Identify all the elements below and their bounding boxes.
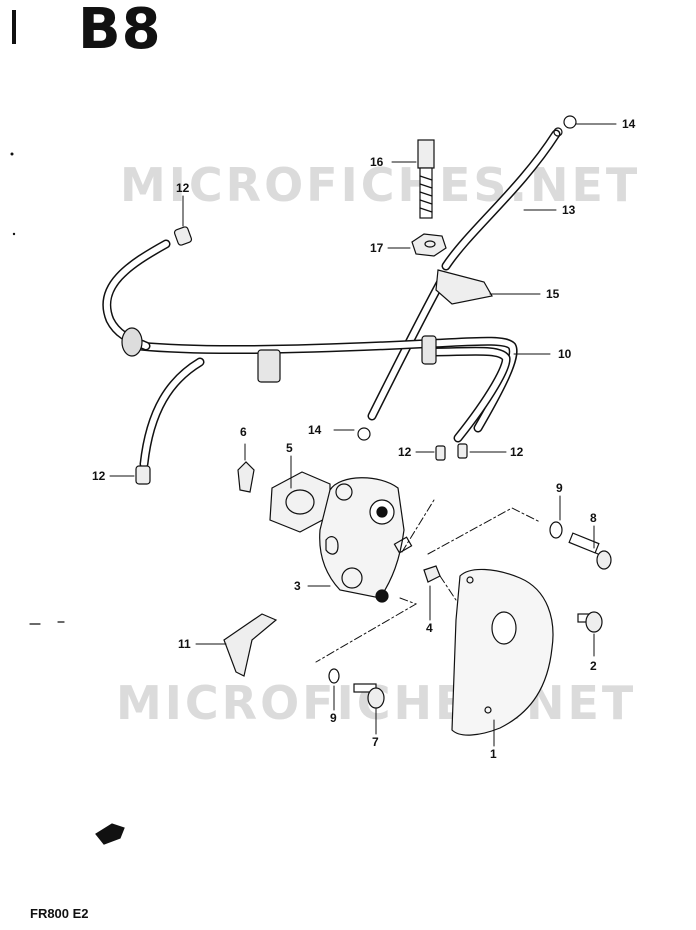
callout-9-right: 9 [556,481,563,495]
fitting-12-mid-b [457,443,468,459]
callout-14-top: 14 [622,117,636,131]
hose-13 [441,129,561,271]
oil-pump-3 [319,477,413,603]
model-code: FR800 E2 [30,906,89,921]
callout-5: 5 [286,441,293,455]
callout-7: 7 [372,735,379,749]
callout-4: 4 [426,621,433,635]
hose-10 [135,336,518,443]
screw-2 [577,611,603,633]
fitting-12-mid-a [435,445,446,461]
callout-12-top: 12 [176,181,190,195]
callout-15: 15 [546,287,560,301]
nut-17 [411,233,447,257]
callout-12-mid-a: 12 [398,445,412,459]
fitting-12-left [135,465,151,485]
watermark-top: MICROFICHES.NET [120,158,641,212]
callout-10: 10 [558,347,572,361]
callout-2: 2 [590,659,597,673]
callout-9-lower: 9 [330,711,337,725]
callout-12-left: 12 [92,469,106,483]
callout-17: 17 [370,241,384,255]
callout-14-mid: 14 [308,423,322,437]
callout-3: 3 [294,579,301,593]
callout-6: 6 [240,425,247,439]
cover-1 [451,568,554,736]
bolt-8 [568,532,612,570]
callout-8: 8 [590,511,597,525]
callout-12-mid-b: 12 [510,445,524,459]
page-title: B8 [78,0,162,62]
callout-16: 16 [370,155,384,169]
callout-13: 13 [562,203,576,217]
hose-left-lower [139,357,205,469]
bolt-7 [353,683,385,709]
fitting-12-top [173,226,193,246]
callout-1: 1 [490,747,497,761]
callout-11: 11 [178,637,191,651]
bolt-16 [417,139,435,219]
